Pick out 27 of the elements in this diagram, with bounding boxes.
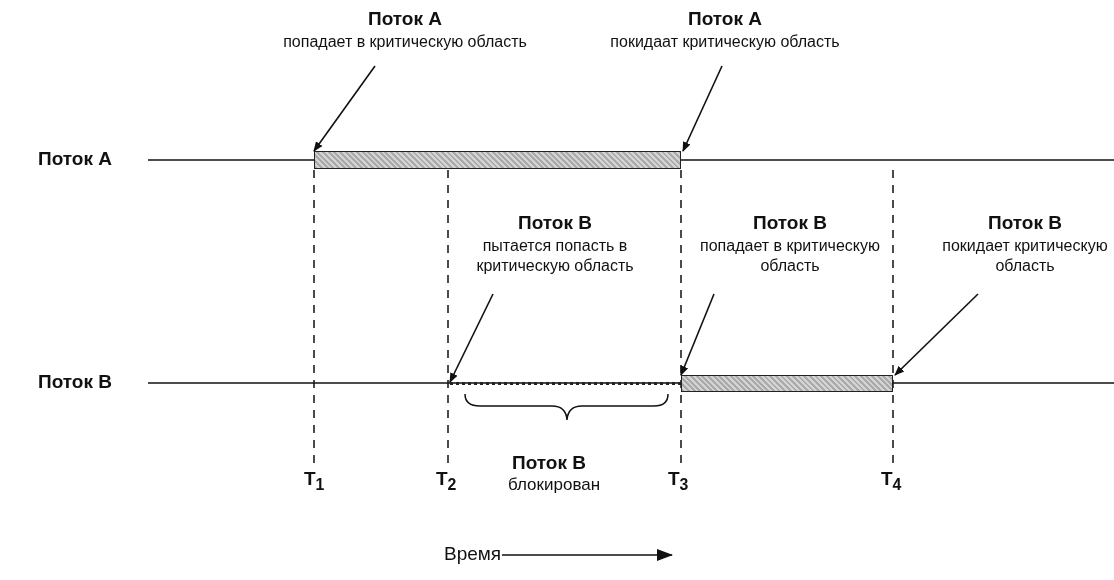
leader-arrow — [449, 293, 494, 383]
callout-heading: Поток А — [368, 8, 442, 30]
callout-heading: Поток В — [753, 212, 827, 234]
time-label: T$_{4}$ — [881, 468, 902, 494]
callout-description: пытается попасть в критическую область — [475, 236, 635, 276]
time-label: T$_{1}$ — [304, 468, 325, 494]
time-label: T$_{2}$ — [436, 468, 457, 494]
callout-heading: Поток В — [988, 212, 1062, 234]
time-label: T$_{3}$ — [668, 468, 689, 494]
dotted-line — [450, 382, 681, 385]
callout-heading: Поток А — [688, 8, 762, 30]
brace-label: Поток В — [512, 452, 586, 474]
row-label: Поток А — [38, 148, 112, 170]
callout-description: покидает критическую область — [941, 236, 1109, 276]
brace-label: блокирован — [508, 475, 601, 495]
leader-arrow — [894, 293, 979, 376]
leader-arrow — [313, 65, 376, 152]
callout-description: попадает в критическую область — [699, 236, 881, 276]
critical-section-bar — [681, 375, 893, 392]
row-label: Поток В — [38, 371, 112, 393]
axis-label: Время — [444, 543, 502, 565]
callout-description: попадает в критическую область — [282, 32, 528, 52]
critical-section-bar — [314, 151, 681, 169]
callout-heading: Поток В — [518, 212, 592, 234]
callout-description: покидаат критическую область — [609, 32, 841, 52]
leader-arrow — [680, 293, 715, 376]
leader-arrow — [682, 65, 723, 152]
